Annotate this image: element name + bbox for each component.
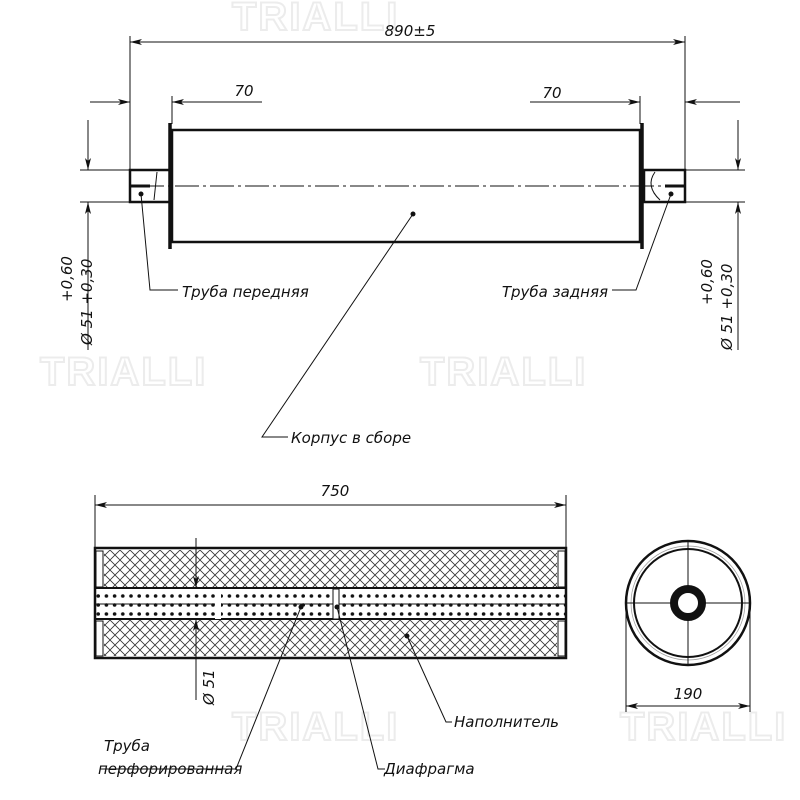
rear-pipe-label: Труба задняя [502, 283, 608, 301]
left-diameter-upper: +0,60 [58, 256, 76, 302]
diaphragm-label: Диафрагма [383, 760, 475, 778]
right-diameter-upper: +0,60 [698, 259, 716, 305]
watermarks: TRIALLI TRIALLI TRIALLI TRIALLI TRIALLI [39, 0, 787, 750]
right-diameter-main: Ø 51 +0,30 [718, 264, 736, 351]
filler-lower [104, 620, 557, 656]
filler-label: Наполнитель [454, 713, 559, 731]
dimension-right-pipe: 70 [542, 84, 561, 102]
body-label: Корпус в сборе [291, 429, 411, 447]
top-view: 890±5 70 70 Ø 51 +0,30 +0,60 [58, 22, 745, 447]
inner-diameter: Ø 51 [200, 669, 218, 706]
watermark-logo: TRIALLI [232, 0, 399, 39]
dimension-body-length: 750 [321, 482, 350, 500]
watermark-logo: TRIALLI [40, 350, 207, 394]
dimension-overall-length: 890±5 [385, 22, 436, 40]
watermark-logo: TRIALLI [620, 705, 787, 749]
left-diameter-main: Ø 51 +0,30 [78, 259, 96, 346]
watermark-logo: TRIALLI [232, 705, 399, 749]
filler-upper [104, 550, 557, 588]
dimension-left-pipe: 70 [234, 82, 253, 100]
front-pipe-label: Труба передняя [182, 283, 309, 301]
end-view: 190 [624, 539, 752, 712]
perforated-pipe-label-line2: перфорированная [98, 760, 242, 778]
perforated-pipe-label-line1: Труба [104, 737, 150, 755]
watermark-logo: TRIALLI [420, 350, 587, 394]
dimension-outer-diameter: 190 [674, 685, 703, 703]
diaphragm [332, 588, 340, 620]
section-view: 750 Ø 51 Труба перфорированная Диафрагма… [93, 482, 568, 778]
